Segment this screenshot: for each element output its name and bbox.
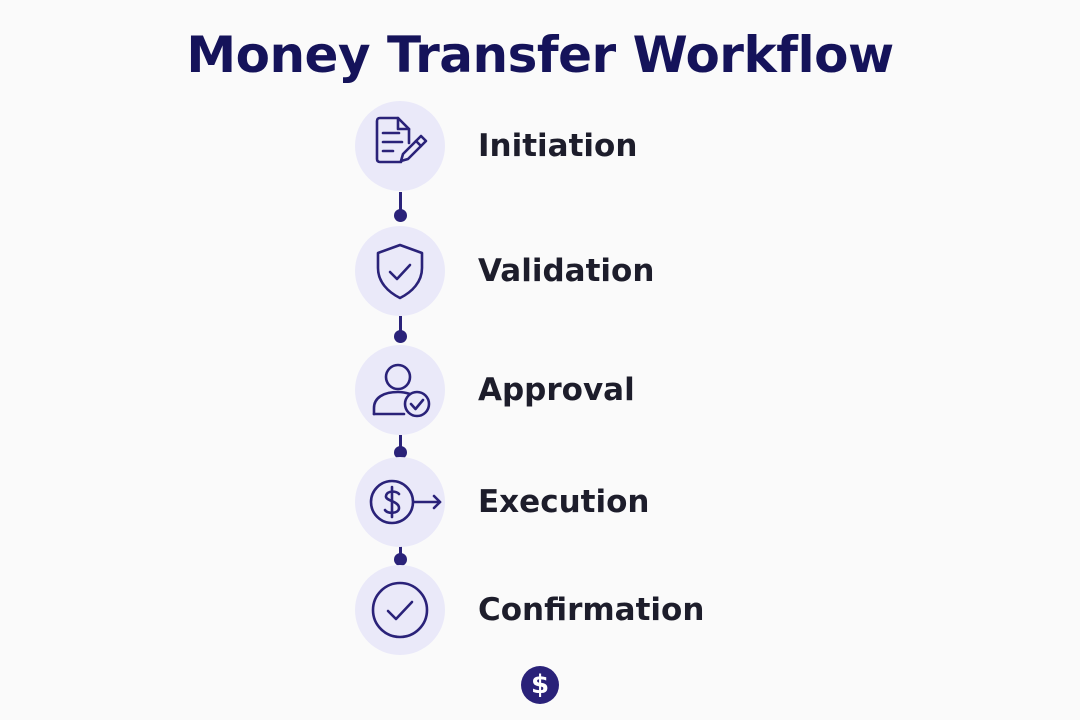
step-execution: Execution [355,457,955,549]
step-circle [355,565,445,655]
step-label: Validation [478,253,655,289]
step-label: Approval [478,372,635,408]
connector-dot [394,553,407,566]
step-circle [355,457,445,547]
connector-dot [394,330,407,343]
connector-line [399,435,402,454]
step-confirmation: Confirmation [355,565,955,657]
user-check-icon [372,363,431,418]
connector-line [399,192,402,214]
shield-check-icon [376,243,424,300]
connector-dot [394,446,407,459]
connector-dot [394,209,407,222]
step-circle [355,101,445,191]
step-initiation: Initiation [355,101,955,193]
dollar-badge-icon: $ [521,666,559,704]
step-validation: Validation [355,226,955,318]
diagram-title: Money Transfer Workflow [186,26,894,84]
document-pencil-icon [375,116,428,164]
connector-line [399,316,402,336]
step-label: Execution [478,484,650,520]
step-label: Confirmation [478,592,705,628]
step-circle [355,345,445,435]
step-circle [355,226,445,316]
dollar-arrow-icon [369,479,442,525]
circle-check-icon [371,581,429,639]
step-label: Initiation [478,128,638,164]
step-approval: Approval [355,345,955,437]
